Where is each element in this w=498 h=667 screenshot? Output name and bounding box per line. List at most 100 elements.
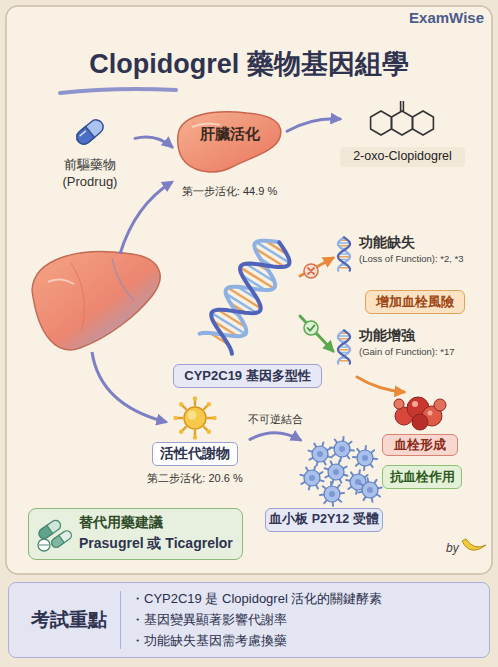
prodrug-node: 前驅藥物 (Prodrug) [45, 112, 135, 200]
node-label: 血栓形成 [382, 434, 458, 456]
decoration-part [112, 258, 134, 300]
effect-box: 抗血栓作用 [382, 465, 462, 489]
flow-arrow [300, 316, 333, 351]
decoration-part [50, 535, 64, 549]
node-label: 功能缺失 [359, 234, 415, 252]
decoration-part [308, 325, 315, 330]
node-detail: 第二步活化: 20.6 % [140, 472, 250, 486]
credit-label: by [446, 541, 459, 555]
risk-box: 增加血栓風險 [365, 290, 465, 314]
clot-icon [390, 392, 450, 432]
node-label: 增加血栓風險 [376, 294, 454, 310]
decoration-part [338, 237, 350, 270]
decoration-part [207, 402, 211, 406]
cross-icon [304, 264, 318, 278]
decoration-part [309, 475, 315, 481]
decoration-part [182, 427, 186, 431]
decoration-part [194, 400, 197, 405]
decoration-part [400, 101, 402, 111]
decoration-part [193, 396, 197, 400]
node-label: 前驅藥物 (Prodrug) [45, 156, 135, 190]
node-label: ・CYP2C19 是 Clopidogrel 活化的關鍵酵素 [131, 591, 483, 607]
node-detail: (Gain of Function): *17 [359, 346, 493, 358]
decoration-part [334, 441, 350, 457]
decoration-part [338, 330, 350, 363]
node-detail: ・功能缺失基因需考慮換藥 [131, 633, 483, 649]
node-detail: ・基因變異顯著影響代謝率 [131, 612, 483, 628]
decoration-part [48, 279, 74, 284]
variant-node: 功能缺失(Loss of Function): *2, *3 [333, 232, 493, 284]
decoration-part [199, 232, 296, 355]
decoration-part [412, 414, 428, 430]
decoration-part [338, 349, 350, 351]
receptor-node: 血小板 P2Y12 受體 [265, 440, 383, 532]
decoration-part [212, 416, 216, 420]
decoration-part [367, 487, 373, 493]
flow-arrow [135, 137, 172, 147]
decoration-part [338, 237, 350, 270]
node-label: 替代用藥建議 [79, 515, 163, 532]
decoration-part [339, 446, 345, 452]
decoration-part [462, 539, 486, 550]
decoration-part [208, 417, 213, 420]
decoration-part [413, 111, 434, 135]
decoration-part [199, 232, 296, 355]
brand-label: ExamWise [409, 9, 484, 26]
decoration-part [80, 131, 85, 135]
decoration-part [177, 417, 182, 420]
decoration-part [38, 539, 50, 551]
decoration-part [304, 470, 320, 486]
decor-arrow [120, 182, 172, 254]
gene-node: CYP2C19 基因多型性 [195, 228, 300, 388]
key-points-band: ・CYP2C19 是 Clopidogrel 活化的關鍵酵素・基因變異顯著影響代… [8, 582, 490, 658]
decoration-part [70, 262, 84, 330]
variant-node: 功能增強(Gain of Function): *17 [333, 325, 493, 377]
decoration-part [317, 451, 323, 457]
decoration-part [204, 427, 208, 431]
dna-icon [333, 236, 355, 272]
decoration-part [308, 268, 314, 274]
decoration-part [304, 264, 318, 278]
alternative-box: 替代用藥建議Prasugrel 或 Ticagrelor [28, 508, 243, 560]
decoration-part [434, 399, 446, 411]
decoration-part [74, 117, 106, 147]
pills-icon [35, 516, 73, 552]
title-underline [60, 89, 176, 93]
decoration-part [37, 525, 53, 540]
decoration-part [32, 252, 160, 350]
liver-illustration [32, 252, 160, 350]
diagram-title: Clopidogrel 藥物基因組學 [0, 46, 498, 82]
decoration-part [394, 399, 404, 409]
decor-arrow [92, 352, 166, 422]
node-label: CYP2C19 基因多型性 [173, 364, 322, 388]
decoration-part [324, 486, 340, 502]
decoration-part [357, 450, 373, 466]
decoration-part [179, 402, 183, 406]
flow-arrow [287, 119, 340, 131]
check-icon [304, 321, 318, 335]
decoration-part [328, 464, 344, 480]
decoration-part [204, 405, 208, 409]
metabolite-node: 2-oxo-Clopidogrel [340, 95, 465, 175]
decoration-part [50, 529, 73, 549]
decoration-part [392, 111, 413, 135]
decoration-part [412, 401, 418, 407]
edge-label: 不可逆結合 [248, 412, 303, 427]
thrombus-node: 血栓形成 [380, 392, 460, 456]
decoration-part [74, 127, 94, 147]
decoration-part [193, 435, 197, 439]
decoration-part [182, 405, 186, 409]
decoration-part [179, 430, 183, 434]
decoration-part [207, 430, 211, 434]
decoration-part [188, 411, 197, 420]
active-metabolite-node: 活性代謝物第二步活化: 20.6 % [140, 398, 250, 490]
node-label: 考試重點 [31, 608, 107, 632]
decoration-part [362, 482, 378, 498]
decoration-part [338, 242, 350, 244]
decoration-part [184, 407, 206, 429]
metabolite-icon [175, 398, 215, 438]
decoration-part [338, 256, 350, 258]
